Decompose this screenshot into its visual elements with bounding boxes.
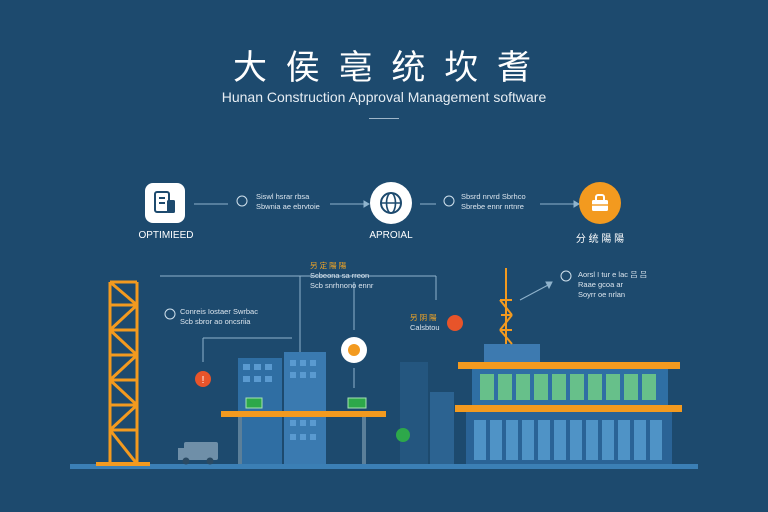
lower-note-left: Conreis Iostaer Swrbac Scb sbror ao oncs… bbox=[180, 307, 258, 326]
status-badge-mid bbox=[347, 397, 367, 409]
process-note-2: Sbsrd nrvrd Sbrhco Sbrebe ennr nrtnre bbox=[461, 192, 526, 211]
lower-note-center: 另 阴 陽 Calsbtou bbox=[410, 313, 440, 332]
document-node-icon bbox=[145, 183, 185, 223]
lower-note-top: 另 定 陽 陽 Scbeona sa rreon Scb snrhnono en… bbox=[310, 261, 374, 290]
alert-dot-left bbox=[195, 371, 211, 387]
node-label-approval: APROIAL bbox=[369, 230, 413, 241]
status-badge-left bbox=[245, 397, 263, 409]
node-label-optimized: OPTIMIEED bbox=[138, 230, 194, 241]
approval-node-icon bbox=[370, 182, 412, 224]
title-divider bbox=[369, 118, 399, 119]
crane-tower-icon bbox=[96, 280, 150, 466]
page-subtitle: Hunan Construction Approval Management s… bbox=[221, 89, 547, 105]
archive-node-icon bbox=[579, 182, 621, 224]
process-note-1: Siswl hsrar rbsa Sbwnia ae ebrvtoie bbox=[256, 192, 320, 211]
location-pin-icon bbox=[341, 337, 367, 363]
truck-icon bbox=[178, 442, 218, 465]
page-title: 大 侯 亳 统 坎 耆 bbox=[232, 48, 536, 88]
status-dot-green bbox=[396, 428, 410, 442]
document-icon bbox=[154, 191, 175, 213]
ground-line bbox=[70, 464, 698, 469]
tower-building-icon bbox=[400, 362, 454, 464]
canopy-icon bbox=[221, 411, 386, 464]
svg-text:!: ! bbox=[202, 375, 205, 386]
globe-icon bbox=[380, 192, 402, 214]
alert-dot-right bbox=[447, 315, 463, 331]
node-label-archive: 分 统 陽 陽 bbox=[575, 234, 625, 245]
main-building-icon bbox=[455, 344, 682, 464]
briefcase-icon bbox=[592, 194, 608, 211]
lower-note-right: Aorsl I tur e lac 吕 吕 Raae gcoa ar Soyrr… bbox=[578, 270, 648, 299]
antenna-icon bbox=[499, 268, 513, 345]
